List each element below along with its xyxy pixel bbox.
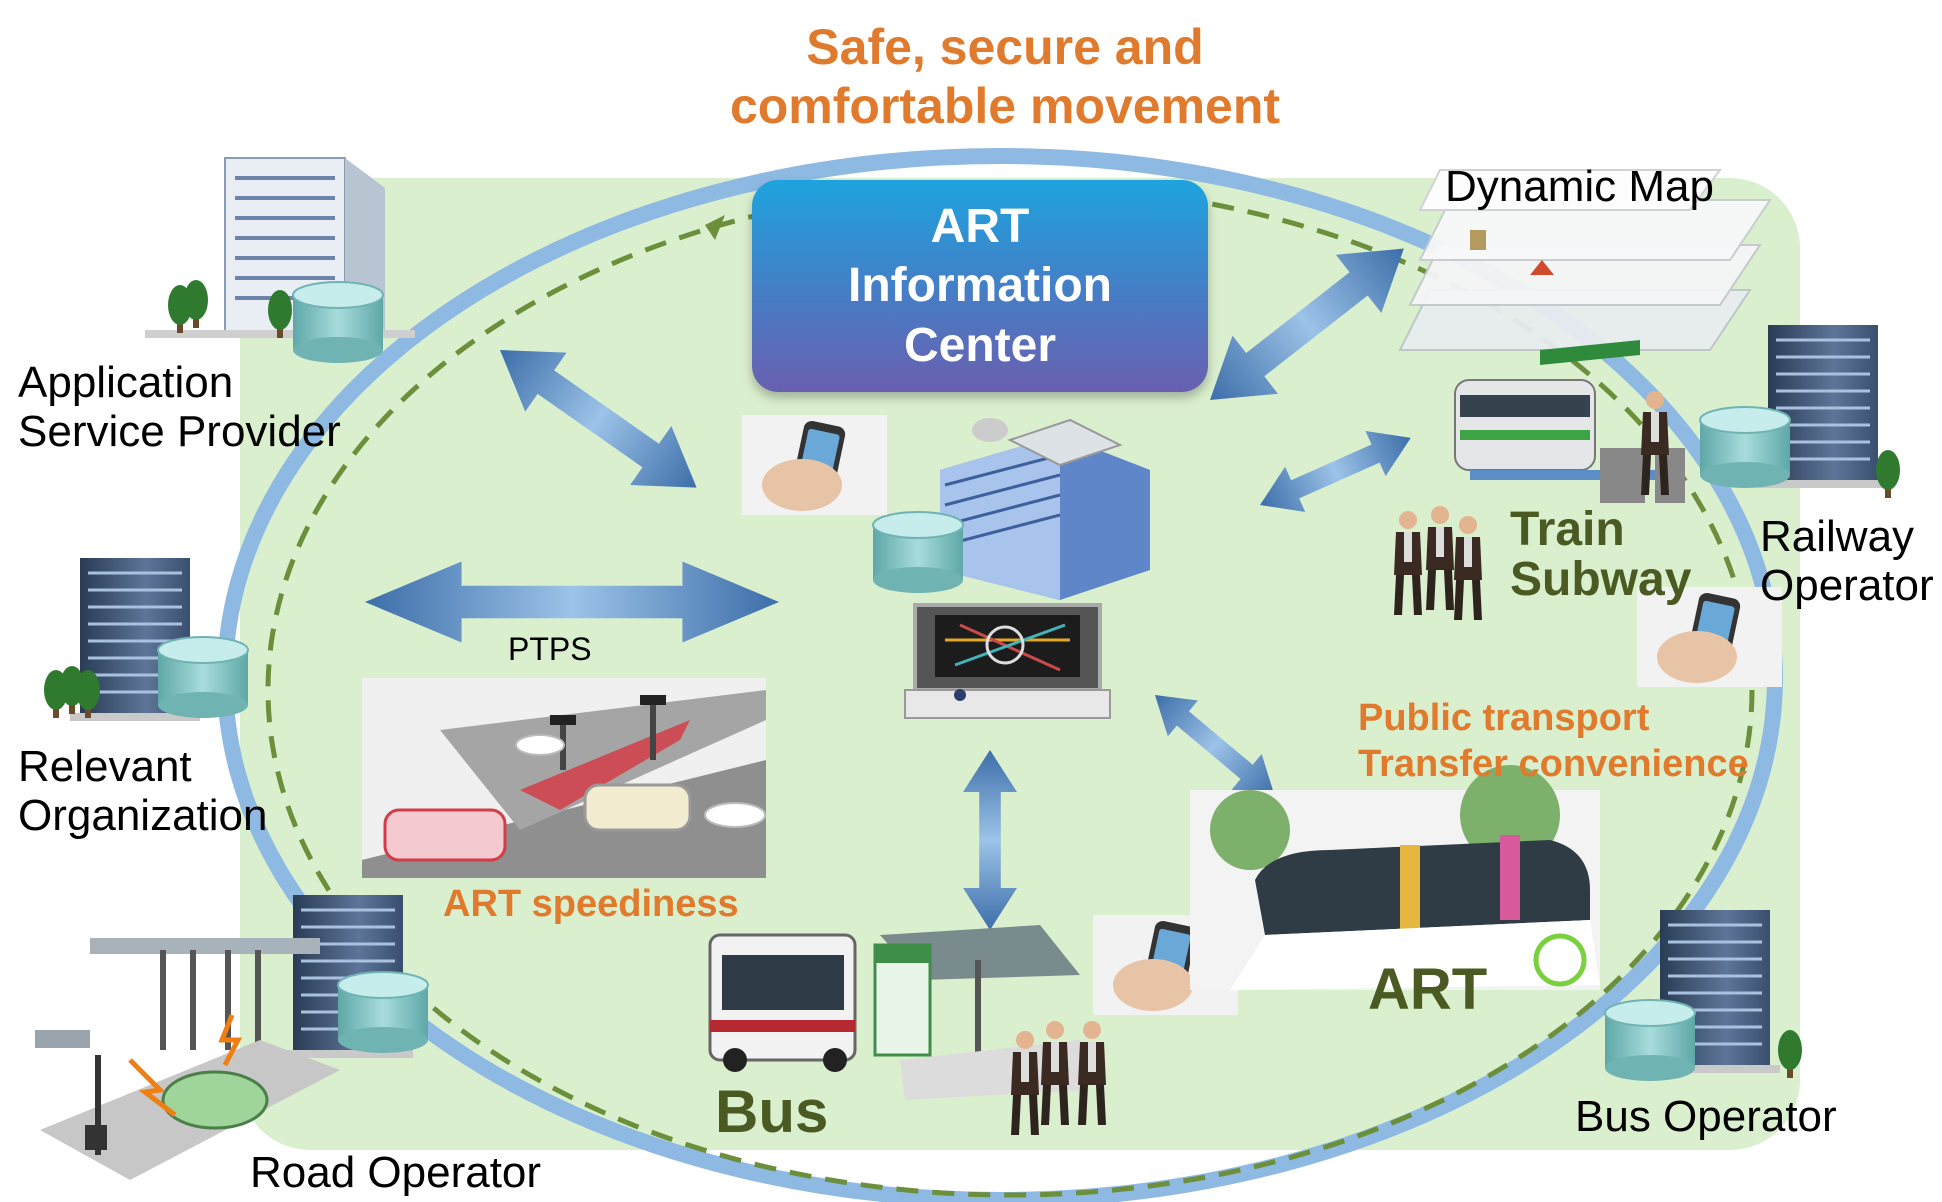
label-road-operator: Road Operator — [250, 1148, 542, 1197]
ptps-scene-icon — [362, 678, 766, 878]
control-center-icon — [904, 418, 1150, 719]
relevant-org-database-icon — [157, 636, 249, 719]
control-center-database-icon — [872, 511, 964, 594]
flow-arrowhead — [705, 215, 725, 240]
road-operator-database-icon — [337, 971, 429, 1054]
label-relevant-organization: Relevant Organization — [18, 742, 268, 841]
label-art: ART — [1368, 957, 1488, 1022]
label-bus-operator: Bus Operator — [1575, 1092, 1837, 1141]
label-public-transport: Public transport Transfer convenience — [1358, 697, 1749, 786]
bus-icon — [708, 933, 857, 1072]
app-provider-database-icon — [292, 281, 384, 364]
train-icon — [1454, 340, 1685, 503]
label-dynamic-map: Dynamic Map — [1445, 162, 1714, 211]
bus-stop-icon — [873, 925, 1085, 1100]
dynamic-map-icon — [1398, 169, 1772, 351]
label-railway-operator: Railway Operator — [1760, 512, 1934, 611]
diagram-title: Safe, secure and comfortable movement — [729, 19, 1281, 134]
label-train-subway: Train Subway — [1510, 503, 1692, 607]
railway-operator-database-icon — [1699, 406, 1791, 489]
bus-operator-database-icon — [1604, 999, 1696, 1082]
toll-gate-icon — [35, 938, 340, 1180]
label-application-service-provider: Application Service Provider — [18, 358, 341, 457]
smartphone-icon — [742, 415, 887, 515]
art-vehicle-icon — [1190, 765, 1600, 990]
art-information-center: ART Information Center — [752, 180, 1208, 392]
art-information-center-label: ART Information Center — [848, 199, 1112, 372]
label-bus: Bus — [715, 1078, 829, 1145]
label-art-speediness: ART speediness — [443, 883, 739, 925]
label-ptps: PTPS — [508, 631, 592, 667]
